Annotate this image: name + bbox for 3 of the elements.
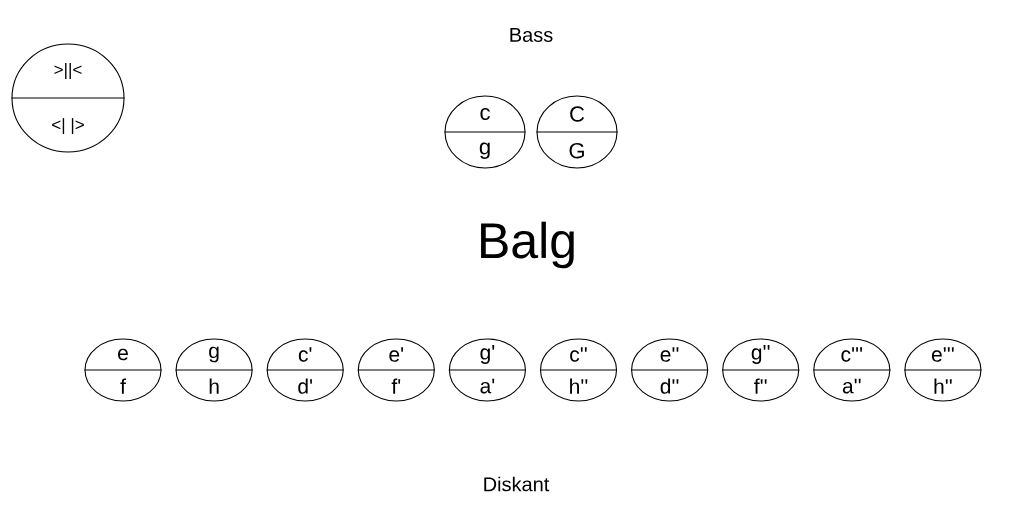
heading: Balg <box>481 221 574 269</box>
label: Diskant <box>484 476 550 492</box>
label: Bass <box>510 28 553 42</box>
